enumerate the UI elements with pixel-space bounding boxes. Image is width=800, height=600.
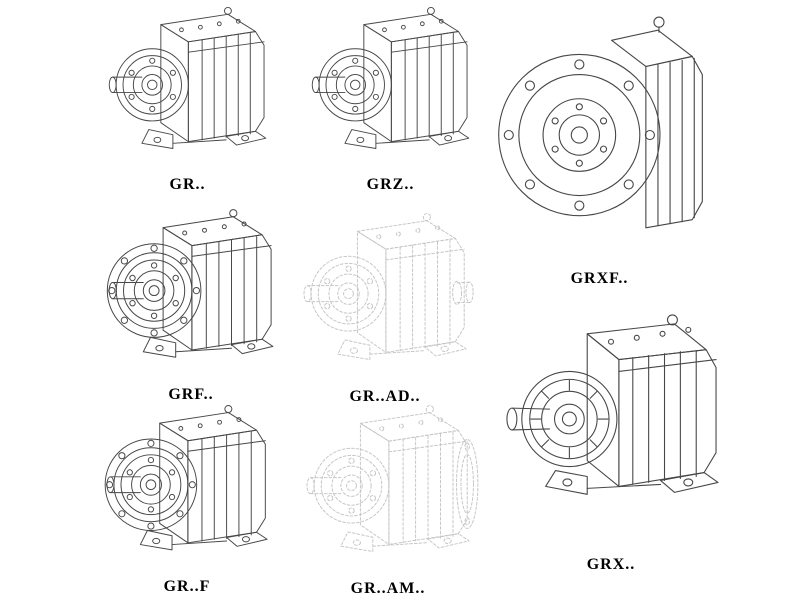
figure-grz: GRZ.. <box>298 4 483 194</box>
gearbox-drawing-grxf <box>492 4 707 256</box>
figure-gr-am: GR..AM.. <box>290 402 486 598</box>
figure-label-grf: GRF.. <box>168 386 214 403</box>
gearbox-drawing-gr <box>95 4 280 176</box>
figure-label-gr: GR.. <box>169 176 206 193</box>
gearbox-drawing-grz <box>298 4 483 176</box>
figure-gr-ad: GR..AD.. <box>290 210 480 406</box>
figure-grf: GRF.. <box>96 206 286 404</box>
figure-gr-f: GR..F <box>94 402 280 596</box>
figure-grx: GRX.. <box>492 312 730 574</box>
figure-label-grx: GRX.. <box>586 556 636 573</box>
gearbox-drawing-gr-ad <box>290 210 480 388</box>
figure-label-gr-ad: GR..AD.. <box>349 388 421 405</box>
figure-label-grz: GRZ.. <box>366 176 415 193</box>
figure-gr: GR.. <box>95 4 280 194</box>
figure-label-gr-f: GR..F <box>163 578 211 595</box>
gearbox-drawing-grf <box>96 206 286 386</box>
gearbox-drawing-gr-am <box>290 402 486 580</box>
figure-grxf: GRXF.. <box>492 4 707 288</box>
figure-label-grxf: GRXF.. <box>570 270 629 287</box>
gearbox-drawing-gr-f <box>94 402 280 578</box>
figure-label-gr-am: GR..AM.. <box>350 580 426 597</box>
gearbox-drawing-grx <box>492 312 730 530</box>
